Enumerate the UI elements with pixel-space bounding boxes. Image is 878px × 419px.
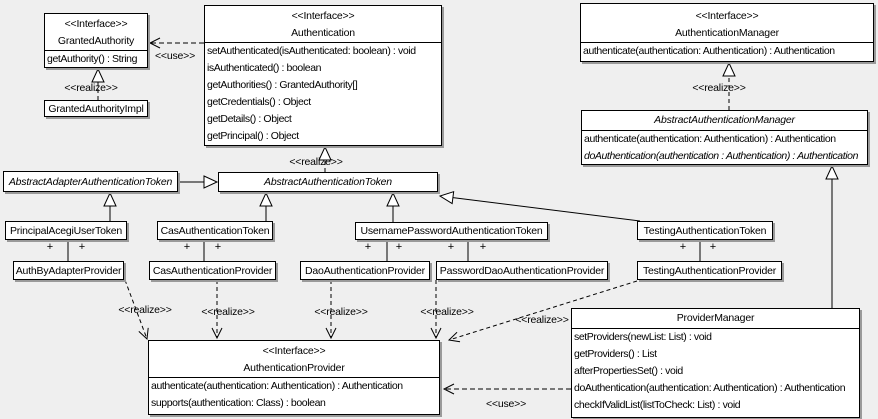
edge-label-realize: <<realize>>: [420, 306, 474, 318]
edge-label-realize: <<realize>>: [692, 82, 746, 94]
edge-label-realize: <<realize>>: [118, 304, 172, 316]
class-name: AuthenticationManager: [675, 27, 779, 39]
method-label: setProviders(newList: List) : void: [574, 331, 712, 343]
assoc-end-plus: +: [214, 241, 222, 253]
class-name: DaoAuthenticationProvider: [305, 264, 425, 277]
class-authentication[interactable]: <<Interface>> Authentication setAuthenti…: [204, 5, 442, 146]
stereotype-label: <<Interface>>: [262, 345, 326, 357]
method-label: authenticate(authentication: Authenticat…: [583, 45, 835, 57]
edge-label-realize: <<realize>>: [314, 306, 368, 318]
method-label: getPrincipal() : Object: [207, 130, 299, 142]
class-name: UsernamePasswordAuthenticationToken: [360, 225, 543, 237]
class-abstract-authentication-manager[interactable]: AbstractAuthenticationManager authentica…: [581, 110, 868, 165]
class-name: AuthByAdapterProvider: [15, 264, 122, 277]
edge-label-realize: <<realize>>: [515, 314, 569, 326]
class-dao-authentication-provider[interactable]: DaoAuthenticationProvider: [300, 261, 430, 280]
class-name: AbstractAuthenticationToken: [264, 176, 392, 188]
assoc-end-plus: +: [395, 241, 403, 253]
method-label: getProviders() : List: [574, 348, 657, 360]
class-cas-authentication-token[interactable]: CasAuthenticationToken: [157, 221, 273, 240]
method-label: setAuthenticated(isAuthenticated: boolea…: [207, 45, 416, 57]
assoc-end-plus: +: [709, 241, 717, 253]
class-password-dao-authentication-provider[interactable]: PasswordDaoAuthenticationProvider: [436, 261, 608, 280]
class-name: AbstractAdapterAuthenticationToken: [8, 175, 173, 188]
class-testing-authentication-provider[interactable]: TestingAuthenticationProvider: [637, 261, 782, 280]
assoc-end-plus: +: [447, 241, 455, 253]
class-name: ProviderManager: [676, 312, 755, 324]
edge-label-realize: <<realize>>: [64, 82, 118, 94]
class-username-password-authentication-token[interactable]: UsernamePasswordAuthenticationToken: [355, 222, 548, 240]
method-label: afterPropertiesSet() : void: [574, 365, 683, 377]
assoc-end-plus: +: [679, 241, 687, 253]
edge-label-use: <<use>>: [154, 50, 196, 62]
method-label: supports(authentication: Class) : boolea…: [151, 397, 326, 409]
method-label: getAuthorities() : GrantedAuthority[]: [207, 79, 358, 91]
method-label: getDetails() : Object: [207, 113, 292, 125]
class-abstract-adapter-authentication-token[interactable]: AbstractAdapterAuthenticationToken: [3, 171, 178, 192]
stereotype-label: <<Interface>>: [291, 10, 355, 22]
edge-realize-testingauthenticationprovider: [447, 280, 638, 343]
class-abstract-authentication-token[interactable]: AbstractAuthenticationToken: [218, 172, 438, 192]
edge-label-realize: <<realize>>: [289, 156, 343, 168]
class-authentication-manager[interactable]: <<Interface>> AuthenticationManager auth…: [580, 3, 874, 62]
method-label: getCredentials() : Object: [207, 96, 311, 108]
class-name: AuthenticationProvider: [243, 362, 345, 374]
method-label: doAuthentication(authentication: Authent…: [574, 382, 846, 394]
assoc-end-plus: +: [183, 241, 191, 253]
assoc-end-plus: +: [78, 241, 86, 253]
method-label: isAuthenticated() : boolean: [207, 62, 322, 74]
class-granted-authority-impl[interactable]: GrantedAuthorityImpl: [44, 100, 148, 117]
edge-label-use: <<use>>: [485, 398, 527, 410]
class-principal-acegi-user-token[interactable]: PrincipalAcegiUserToken: [5, 221, 127, 240]
class-testing-authentication-token[interactable]: TestingAuthenticationToken: [637, 221, 773, 240]
class-name: TestingAuthenticationToken: [643, 224, 767, 237]
class-auth-by-adapter-provider[interactable]: AuthByAdapterProvider: [13, 261, 124, 280]
assoc-end-plus: +: [479, 241, 487, 253]
class-name: CasAuthenticationToken: [160, 224, 270, 237]
class-name: GrantedAuthorityImpl: [48, 102, 144, 115]
stereotype-label: <<Interface>>: [64, 18, 128, 30]
assoc-end-plus: +: [46, 241, 54, 253]
class-authentication-provider[interactable]: <<Interface>> AuthenticationProvider aut…: [148, 340, 440, 415]
class-cas-authentication-provider[interactable]: CasAuthenticationProvider: [149, 261, 276, 280]
class-name: PasswordDaoAuthenticationProvider: [439, 264, 605, 277]
class-name: Authentication: [291, 27, 355, 39]
class-name: AbstractAuthenticationManager: [654, 114, 795, 126]
edge-label-realize: <<realize>>: [201, 306, 255, 318]
class-name: PrincipalAcegiUserToken: [9, 224, 123, 237]
method-label: doAuthentication(authentication : Authen…: [584, 150, 859, 162]
method-label: authenticate(authentication: Authenticat…: [151, 380, 403, 392]
class-name: CasAuthenticationProvider: [152, 264, 273, 277]
class-name: GrantedAuthority: [57, 35, 135, 47]
method-label: checkIfValidList(listToCheck: List) : vo…: [574, 399, 741, 411]
stereotype-label: <<Interface>>: [695, 10, 759, 22]
class-granted-authority[interactable]: <<Interface>> GrantedAuthority getAuthor…: [44, 13, 148, 68]
class-provider-manager[interactable]: ProviderManager setProviders(newList: Li…: [571, 308, 860, 418]
method-label: authenticate(authentication: Authenticat…: [584, 133, 836, 145]
class-name: TestingAuthenticationProvider: [642, 264, 777, 277]
method-label: getAuthority() : String: [47, 53, 138, 65]
assoc-end-plus: +: [364, 241, 372, 253]
edge-gen-testingauthenticationtoken: [438, 190, 641, 222]
edge-realize-authbyadapterprovider: [124, 279, 149, 341]
